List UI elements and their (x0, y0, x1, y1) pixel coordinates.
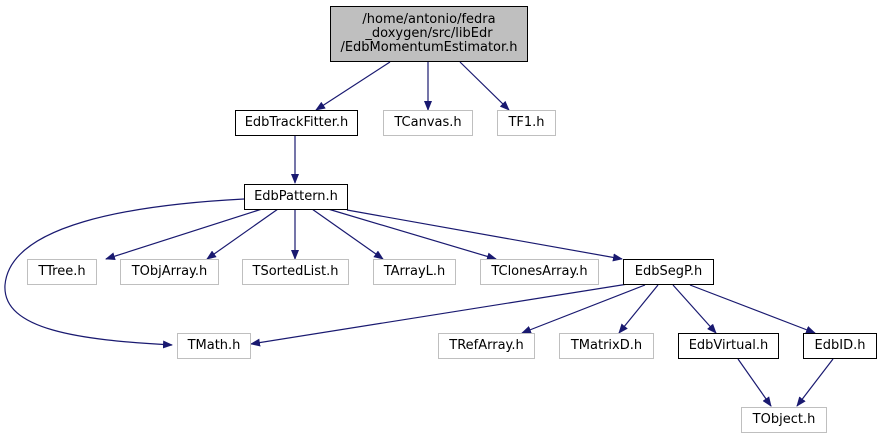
edge-edbpattern-edbsegp (346, 209, 623, 262)
node-tobject: TObject.h (741, 407, 827, 433)
node-edbsegp[interactable]: EdbSegP.h (623, 259, 714, 285)
edge-edbsegp-tmath (250, 283, 629, 347)
node-edbtrackfitter[interactable]: EdbTrackFitter.h (235, 110, 358, 136)
node-tarrayl: TArrayL.h (373, 259, 456, 285)
node-edbvirtual[interactable]: EdbVirtual.h (678, 333, 779, 359)
edge-edbsegp-trefarray (521, 284, 646, 334)
root-label-line-3: /EdbMomentumEstimator.h (340, 40, 518, 55)
edge-edbsegp-edbid (689, 284, 816, 334)
edge-edbpattern-tobjarray (206, 208, 279, 260)
edge-edbpattern-tclonesarray (327, 208, 497, 261)
node-tclonesarray: TClonesArray.h (480, 259, 599, 285)
edge-edbsegp-edbvirtual (672, 284, 717, 334)
edge-edbpattern-tarrayl (311, 208, 384, 260)
node-tmath: TMath.h (177, 333, 251, 359)
root-file-node: /home/antonio/fedra _doxygen/src/libEdr … (330, 6, 528, 62)
node-edbid[interactable]: EdbID.h (803, 333, 877, 359)
node-ttree: TTree.h (27, 259, 97, 285)
edge-edbpattern-tmath (4, 198, 245, 349)
node-edbpattern[interactable]: EdbPattern.h (244, 184, 348, 210)
edge-edbid-tobject (796, 358, 834, 407)
edge-root-tf1 (459, 61, 510, 111)
root-label-line-1: /home/antonio/fedra (362, 12, 496, 27)
edge-edbsegp-tmatrixd (618, 284, 659, 334)
edge-edbpattern-ttree (105, 208, 263, 261)
node-tmatrixd: TMatrixD.h (559, 333, 654, 359)
edge-edbvirtual-tobject (737, 358, 772, 407)
node-tcanvas: TCanvas.h (383, 110, 473, 136)
root-label-line-2: _doxygen/src/libEdr (365, 26, 493, 41)
node-tf1: TF1.h (497, 110, 556, 136)
node-trefarray: TRefArray.h (438, 333, 535, 359)
node-tsortedlist: TSortedList.h (242, 259, 349, 285)
node-tobjarray: TObjArray.h (120, 259, 219, 285)
edge-root-edbtrackfitter (315, 61, 391, 111)
